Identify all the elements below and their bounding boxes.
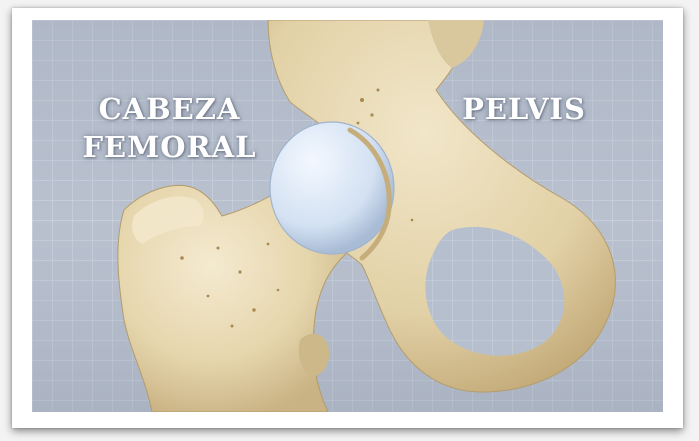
- pelvis-label-text: PELVIS: [462, 92, 586, 126]
- femoral-head-cartilage: [270, 122, 394, 254]
- pelvis-label: PELVIS: [444, 90, 604, 128]
- femoral-head-label-line2: FEMORAL: [82, 130, 256, 164]
- hip-joint-illustration: CABEZA FEMORAL PELVIS: [32, 20, 663, 412]
- femoral-head-label: CABEZA FEMORAL: [62, 90, 277, 166]
- hip-joint-drawing: [32, 20, 663, 412]
- photo-frame: CABEZA FEMORAL PELVIS: [12, 8, 683, 428]
- femoral-head-label-line1: CABEZA: [99, 92, 241, 126]
